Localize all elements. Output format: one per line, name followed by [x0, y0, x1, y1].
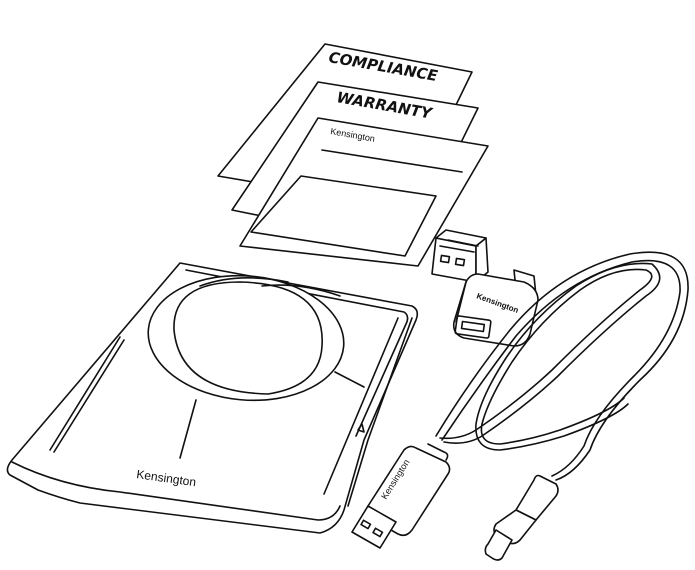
- trackball-device: Kensington: [6, 262, 419, 534]
- usb-c-connector: [484, 474, 559, 561]
- usb-c-adapter: Kensington: [452, 269, 539, 347]
- quick-start-guide: Kensington: [239, 117, 489, 267]
- usb-nano-receiver: [431, 229, 489, 283]
- usb-a-connector: Kensington: [351, 443, 451, 549]
- usb-cable: [435, 251, 689, 481]
